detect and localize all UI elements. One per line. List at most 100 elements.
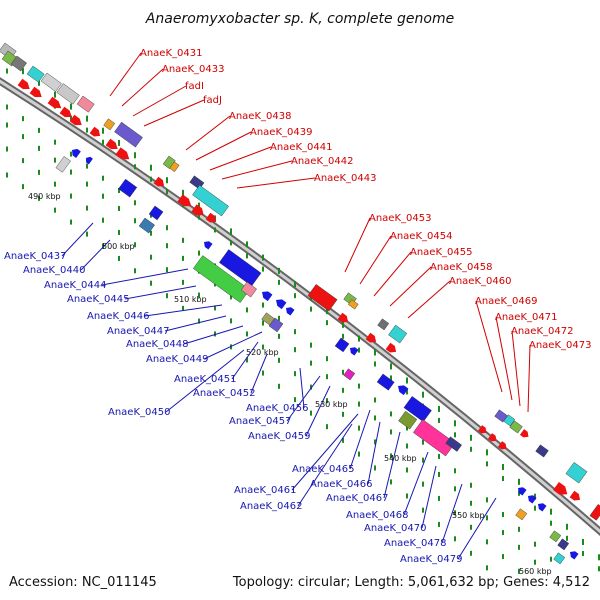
tick-dot (390, 411, 392, 417)
minus-gene-label: AnaeK_0447 (107, 326, 169, 337)
gene-block-shape (114, 121, 143, 148)
tick-dot (6, 122, 8, 128)
gene-block-shape (553, 552, 566, 565)
tick-dot (38, 195, 40, 201)
minus-gene-label: AnaeK_0456 (246, 403, 308, 414)
tick-dot (390, 479, 392, 485)
gene-arrow-shape (398, 385, 409, 396)
gene-arrow-shape (385, 342, 397, 353)
tick-dot (310, 342, 312, 348)
gene-block (169, 161, 180, 173)
minus-gene-leader-line (165, 349, 245, 413)
tick-dot (86, 181, 88, 187)
gene-arrow (115, 147, 130, 160)
tick-dot (326, 356, 328, 362)
gene-block-shape (413, 419, 456, 457)
tick-dot (102, 127, 104, 134)
gene-arrow (569, 490, 581, 501)
tick-dot (118, 187, 120, 193)
tick-dot (438, 521, 440, 527)
tick-dot (566, 523, 568, 530)
tick-dot (278, 383, 280, 389)
tick-dot (118, 229, 120, 235)
gene-block (515, 508, 528, 521)
gene-block-shape (307, 284, 338, 312)
gene-arrow-shape (262, 291, 273, 302)
gene-block (40, 72, 62, 92)
gene-arrow-shape (177, 194, 192, 207)
tick-dot (230, 318, 232, 324)
tick-dot (470, 524, 472, 530)
tick-dot (406, 377, 408, 384)
tick-dot (198, 250, 200, 256)
tick-dot (22, 184, 24, 190)
gene-arrow (477, 425, 487, 434)
gene-arrow (86, 156, 93, 165)
minus-gene-leader-line (144, 304, 223, 317)
gene-block-shape (388, 324, 408, 344)
gene-block-shape (138, 217, 155, 234)
tick-dot (166, 177, 168, 184)
tick-dot (22, 116, 24, 122)
minus-gene-label: AnaeK_0467 (326, 493, 388, 504)
tick-dot (182, 189, 184, 196)
gene-block (445, 436, 462, 452)
gene-arrow (528, 495, 537, 504)
tick-dot (214, 305, 216, 311)
tick-dot (310, 360, 312, 366)
tick-dot (230, 228, 232, 235)
gene-block (509, 420, 523, 434)
gene-block (56, 83, 80, 105)
tick-dot (166, 243, 168, 249)
tick-dot (118, 139, 120, 146)
minus-gene-label: AnaeK_0462 (240, 501, 302, 512)
gene-arrow (153, 176, 165, 187)
gene-arrow (105, 138, 118, 150)
tick-dot (374, 465, 376, 471)
gene-arrow-shape (519, 429, 529, 438)
scale-tick-label: 490 kbp (28, 192, 61, 201)
tick-dot (230, 240, 232, 246)
gene-block (343, 368, 356, 381)
tick-dot (310, 306, 312, 312)
gene-arrow (538, 503, 547, 512)
plus-gene-leader-line (407, 280, 451, 319)
tick-dot (406, 493, 408, 499)
plus-gene-label: AnaeK_0442 (291, 156, 353, 167)
gene-arrow (398, 385, 409, 396)
tick-dot (534, 559, 536, 565)
minus-gene-leader-line (457, 497, 497, 560)
tick-dot (294, 329, 296, 335)
tick-dot (294, 281, 296, 288)
minus-gene-leader-line (80, 239, 111, 271)
gene-block (565, 462, 588, 484)
tick-dot (166, 189, 168, 195)
tick-dot (150, 176, 152, 182)
minus-gene-label: AnaeK_0457 (229, 416, 291, 427)
tick-dot (22, 134, 24, 140)
tick-dot (534, 493, 536, 500)
plus-gene-leader-line (475, 300, 503, 393)
tick-dot (502, 476, 504, 482)
tick-dot (278, 315, 280, 321)
tick-dot (38, 127, 40, 133)
gene-arrow (204, 241, 213, 250)
gene-block-shape (56, 83, 80, 105)
tick-dot (342, 333, 344, 339)
tick-dot (358, 451, 360, 457)
tick-dot (406, 443, 408, 449)
minus-gene-leader-line (305, 385, 331, 437)
plus-gene-label: AnaeK_0460 (449, 276, 511, 287)
gene-arrow (487, 433, 497, 442)
plus-gene-leader-line (373, 251, 412, 297)
tick-dot (102, 217, 104, 223)
tick-dot (486, 539, 488, 545)
tick-dot (518, 478, 520, 485)
gene-arrow (337, 312, 349, 323)
tick-dot (246, 357, 248, 363)
tick-dot (358, 425, 360, 431)
tick-dot (134, 268, 136, 274)
gene-arrow-shape (276, 299, 287, 310)
tick-dot (70, 219, 72, 225)
